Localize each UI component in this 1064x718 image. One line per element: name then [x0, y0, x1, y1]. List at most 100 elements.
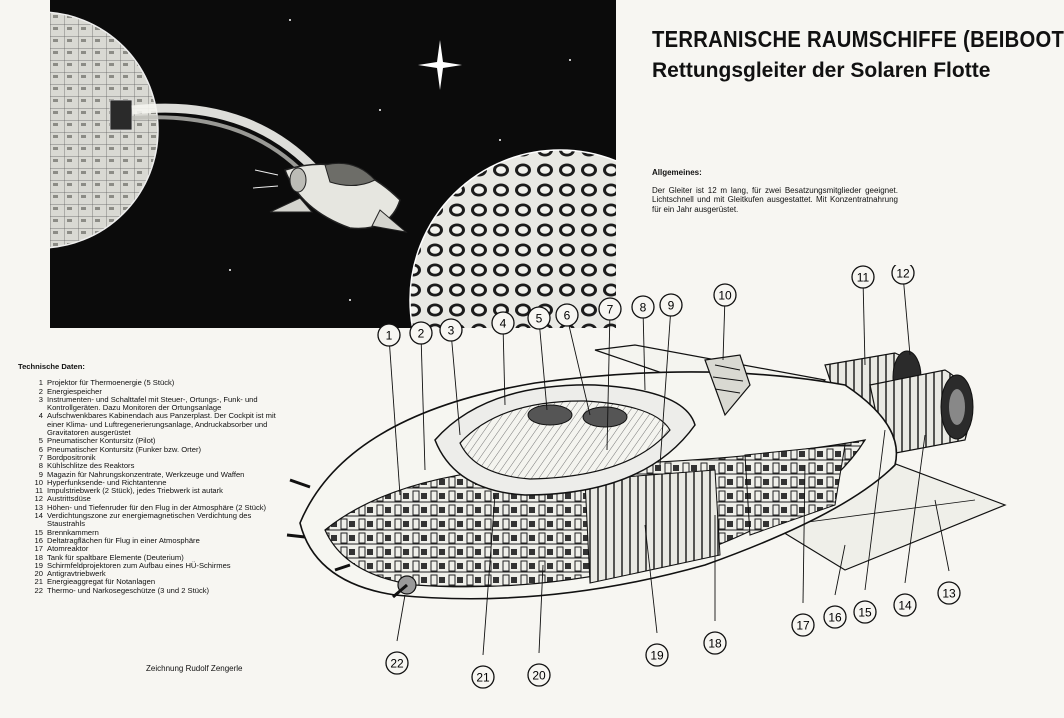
- list-item: 2 Energiespeicher: [30, 386, 278, 396]
- space-scene-illustration: [50, 0, 616, 328]
- item-text: Atomreaktor: [47, 544, 89, 554]
- callout-circle-1: [377, 323, 401, 347]
- item-text: Verdichtungszone zur energiemagnetischen…: [47, 511, 252, 529]
- item-text: Brennkammern: [47, 527, 99, 537]
- item-number: 15: [34, 527, 43, 537]
- general-section: Allgemeines: Der Gleiter ist 12 m lang, …: [652, 168, 898, 214]
- item-number: 2: [38, 386, 43, 396]
- item-number: 13: [34, 502, 43, 512]
- item-text: Energiespeicher: [47, 386, 102, 396]
- thermo-projectors: [286, 478, 417, 599]
- callout-circle-15: [853, 600, 877, 624]
- callout-number-17: 17: [796, 619, 810, 633]
- callout-circle-5: [527, 306, 551, 330]
- item-text: Pneumatischer Kontursitz (Funker bzw. Or…: [47, 444, 202, 454]
- callout-leader-lines: [388, 274, 950, 656]
- item-text: Höhen- und Tiefenruder für den Flug in d…: [47, 502, 267, 512]
- technical-data-heading: Technische Daten:: [18, 362, 85, 371]
- callout-circle-21: [471, 665, 495, 689]
- list-item: 3 Instrumenten- und Schalttafel mit Steue…: [30, 394, 278, 413]
- item-number: 18: [34, 552, 43, 562]
- item-text: Austrittsdüse: [47, 494, 91, 504]
- mothership-sphere: [50, 11, 159, 249]
- item-text: Deltatragflächen für Flug in einer Atmos…: [47, 535, 200, 545]
- callout-circle-2: [409, 321, 433, 345]
- callout-circle-19: [645, 643, 669, 667]
- item-number: 16: [34, 535, 43, 545]
- callout-number-11: 11: [857, 271, 870, 285]
- item-number: 1: [38, 378, 43, 388]
- callout-circle-6: [555, 303, 579, 327]
- callout-number-22: 22: [390, 657, 404, 671]
- callout-number-1: 1: [386, 329, 393, 343]
- item-text: Instrumenten- und Schalttafel mit Steuer…: [47, 394, 258, 413]
- callout-number-9: 9: [668, 299, 675, 313]
- title-block: TERRANISCHE RAUMSCHIFFE (BEIBOOTE) Rettu…: [652, 26, 1064, 83]
- callout-circle-16: [823, 605, 847, 629]
- item-number: 3: [38, 394, 43, 404]
- callout-number-18: 18: [708, 637, 722, 651]
- item-text: Thermo- und Narkosegeschütze (3 und 2 St…: [47, 585, 210, 595]
- callout-number-12: 12: [896, 267, 910, 281]
- item-number: 9: [38, 469, 43, 479]
- item-text: Projektor für Thermoenergie (5 Stück): [47, 378, 175, 388]
- callout-circle-13: [937, 581, 961, 605]
- list-item: 15 Brennkammern: [30, 527, 278, 537]
- page-subtitle: Rettungsgleiter der Solaren Flotte: [652, 59, 991, 82]
- callout-circle-9: [659, 293, 683, 317]
- callout-number-19: 19: [650, 649, 664, 663]
- callout-circle-10: [713, 283, 737, 307]
- general-heading: Allgemeines:: [652, 168, 702, 177]
- item-text: Pneumatischer Kontursitz (Pilot): [47, 436, 156, 446]
- callout-circle-3: [439, 318, 463, 342]
- list-item: 14 Verdichtungszone zur energiemagnetisch…: [30, 511, 278, 529]
- callout-circle-8: [631, 295, 655, 319]
- list-item: 1 Projektor für Thermoenergie (5 Stück): [30, 378, 278, 388]
- list-item: 10 Hyperfunksende- und Richtantenne: [30, 477, 278, 487]
- glider-in-flight: [252, 162, 408, 233]
- list-item: 9 Magazin für Nahrungskonzentrate, Werkze…: [30, 469, 278, 479]
- item-number: 22: [34, 585, 43, 595]
- item-text: Schirmfeldprojektoren zum Aufbau eines H…: [47, 560, 231, 570]
- item-text: Antigravtriebwerk: [47, 569, 106, 579]
- item-text: Magazin für Nahrungskonzentrate, Werkzeu…: [47, 469, 245, 479]
- list-item: 6 Pneumatischer Kontursitz (Funker bzw. O…: [30, 444, 278, 454]
- general-text: Der Gleiter ist 12 m lang, für zwei Besa…: [652, 185, 898, 214]
- callout-number-4: 4: [500, 317, 507, 331]
- callout-number-13: 13: [942, 587, 956, 601]
- callout-circle-20: [527, 663, 551, 687]
- item-number: 6: [38, 444, 43, 454]
- item-text: Tank für spaltbare Elemente (Deuterium): [47, 552, 184, 562]
- callout-number-10: 10: [718, 289, 732, 303]
- item-text: Hyperfunksende- und Richtantenne: [47, 477, 167, 487]
- callout-number-7: 7: [607, 303, 614, 317]
- cockpit-canopy: [434, 384, 696, 496]
- callout-number-5: 5: [536, 312, 543, 326]
- callout-circle-14: [893, 593, 917, 617]
- callout-circle-12: [891, 265, 915, 285]
- callout-number-15: 15: [858, 606, 872, 620]
- list-item: 13 Höhen- und Tiefenruder für den Flug in…: [30, 502, 278, 512]
- item-number: 11: [35, 486, 43, 496]
- item-number: 10: [34, 477, 43, 487]
- item-text: Energieaggregat für Notanlagen: [47, 577, 156, 587]
- item-text: Impulstriebwerk (2 Stück), jedes Triebwe…: [47, 486, 223, 496]
- item-number: 14: [34, 511, 43, 521]
- technical-data-section: Technische Daten: 1 Projektor für Thermoe…: [18, 362, 278, 595]
- callout-circle-4: [491, 311, 515, 335]
- cratered-moon: [409, 149, 616, 328]
- callout-circle-11: [851, 265, 875, 289]
- illustrator-credit: Zeichnung Rudolf Zengerle: [146, 664, 243, 673]
- callout-circle-7: [598, 297, 622, 321]
- item-number: 4: [38, 411, 43, 421]
